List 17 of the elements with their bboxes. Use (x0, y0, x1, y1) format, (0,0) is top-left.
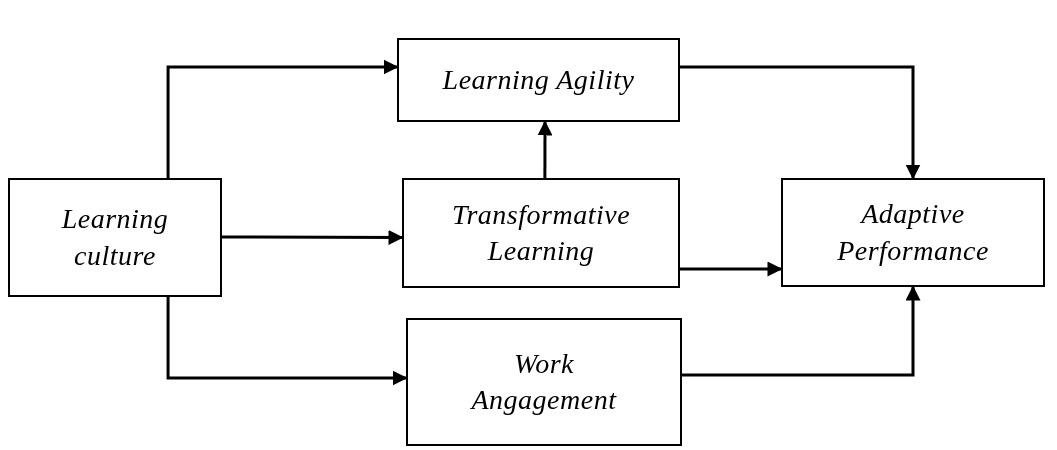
concept-label: Adaptive Performance (836, 197, 990, 268)
arrow (166, 297, 408, 386)
arrow (166, 59, 399, 178)
concept-label: Transformative Learning (450, 197, 632, 268)
concept-label: Work Angagement (469, 346, 618, 417)
arrow (682, 285, 921, 377)
concept-box (781, 178, 1045, 287)
concept-box (406, 318, 682, 446)
concept-label: Learning Agility (442, 62, 635, 97)
arrow (222, 229, 404, 245)
concept-box (402, 178, 680, 288)
arrow (680, 65, 921, 180)
concept-box (397, 38, 680, 122)
concept-label: Learning culture (60, 202, 170, 273)
concept-box (8, 178, 222, 297)
arrow (537, 120, 553, 178)
arrow (680, 261, 783, 277)
